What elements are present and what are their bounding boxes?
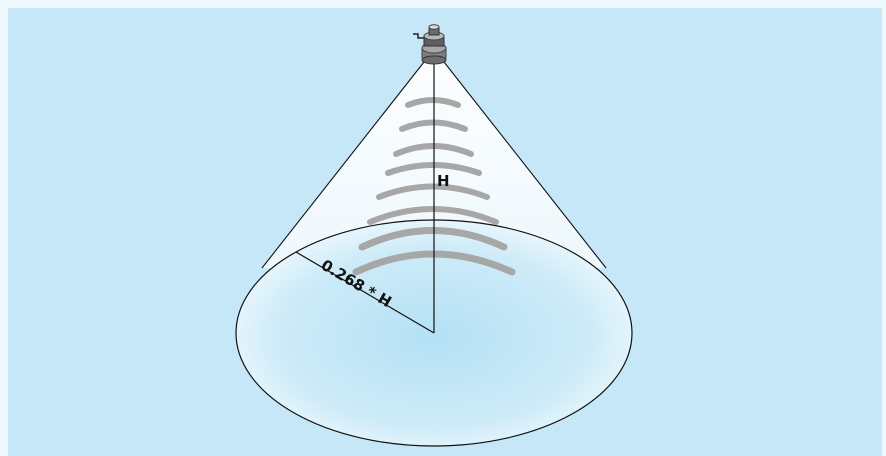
- height-label: H: [437, 172, 450, 190]
